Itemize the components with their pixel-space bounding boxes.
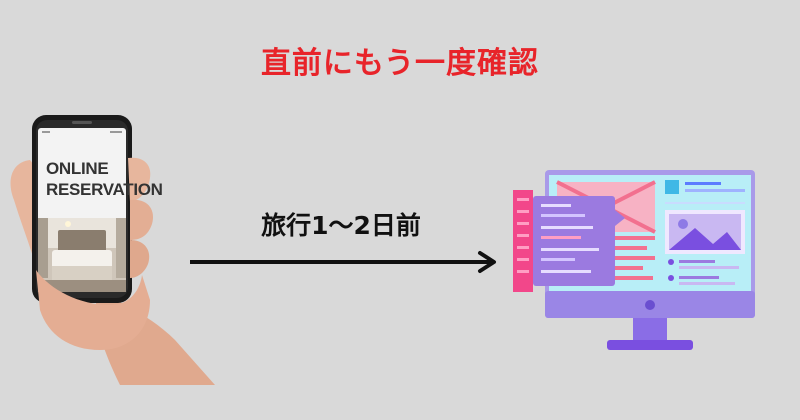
- phone-screen-line1: ONLINE: [46, 159, 109, 178]
- page-title: 直前にもう一度確認: [260, 46, 540, 81]
- desktop-monitor-icon: [513, 170, 755, 350]
- phone-screen-text: ONLINE RESERVATION: [46, 158, 163, 200]
- phone-screen-line2: RESERVATION: [46, 180, 163, 199]
- hand-holding-phone-icon: [10, 115, 215, 385]
- timing-caption: 旅行1～2日前: [261, 211, 421, 240]
- arrow-right-icon: [190, 251, 496, 273]
